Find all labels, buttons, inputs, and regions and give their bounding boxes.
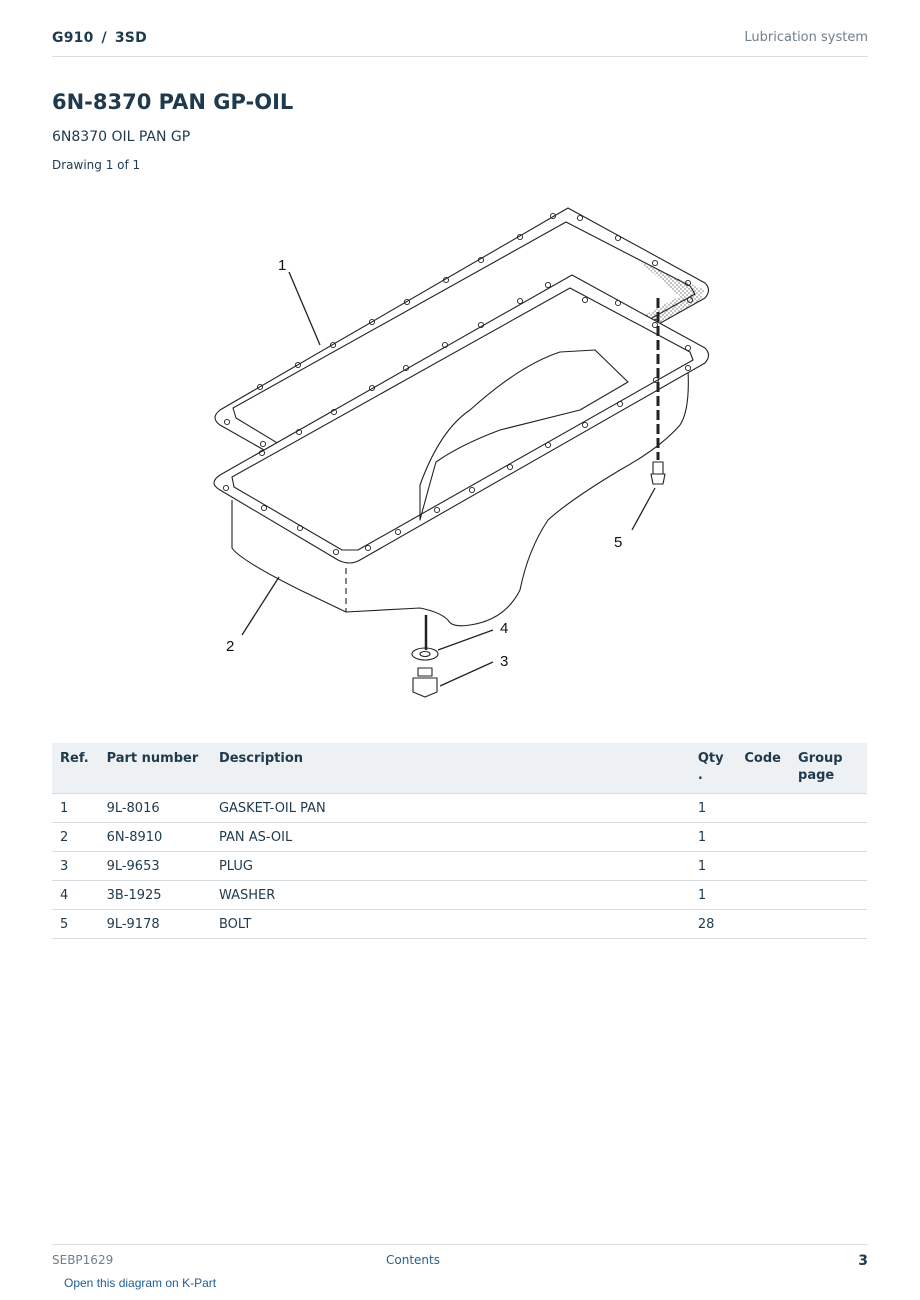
header-description: Description xyxy=(210,743,690,794)
cell-ref: 2 xyxy=(52,822,99,852)
cell-group-page xyxy=(790,909,867,939)
cell-code xyxy=(736,909,791,939)
pan-drawing xyxy=(213,274,710,627)
oil-pan-diagram: 1 2 3 4 5 xyxy=(213,207,710,698)
cell-part-number: 3B-1925 xyxy=(98,880,211,910)
cell-description: BOLT xyxy=(210,909,690,939)
document-id: SEBP1629 xyxy=(52,1253,114,1267)
cell-group-page xyxy=(790,793,867,823)
bolt-drawing xyxy=(650,298,666,485)
callout-1[interactable]: 1 xyxy=(278,257,286,274)
breadcrumb-model[interactable]: G910 xyxy=(52,30,94,46)
callout-leaders xyxy=(241,271,656,687)
cell-qty: 1 xyxy=(689,851,737,881)
table-header-row: Ref. Part number Description Qty. Code G… xyxy=(52,743,867,794)
cell-group-page xyxy=(790,822,867,852)
header-part-number: Part number xyxy=(98,743,211,794)
header-qty-line2: . xyxy=(697,768,703,783)
cell-description: PLUG xyxy=(210,851,690,881)
open-kpart-link[interactable]: Open this diagram on K-Part xyxy=(64,1276,217,1290)
header-group-page: Group page xyxy=(790,743,867,794)
cell-part-number: 9L-9653 xyxy=(98,851,211,881)
cell-description: GASKET-OIL PAN xyxy=(210,793,690,823)
cell-qty: 1 xyxy=(689,793,737,823)
header-qty: Qty. xyxy=(689,743,737,794)
header-qty-line1: Qty xyxy=(697,751,724,766)
cell-group-page xyxy=(790,851,867,881)
breadcrumb-separator: / xyxy=(101,30,107,46)
page-number: 3 xyxy=(858,1253,868,1269)
header-ref: Ref. xyxy=(52,743,99,794)
page-header: G910 / 3SD Lubrication system xyxy=(52,28,868,57)
table-row: 4 3B-1925 WASHER 1 xyxy=(52,880,867,910)
cell-description: PAN AS-OIL xyxy=(210,822,690,852)
cell-part-number: 6N-8910 xyxy=(98,822,211,852)
breadcrumb-serial[interactable]: 3SD xyxy=(114,30,147,46)
contents-link[interactable]: Contents xyxy=(386,1253,440,1267)
cell-part-number: 9L-9178 xyxy=(98,909,211,939)
header-group-line2: page xyxy=(798,768,835,783)
section-name: Lubrication system xyxy=(744,30,868,45)
cell-qty: 28 xyxy=(689,909,737,939)
cell-description: WASHER xyxy=(210,880,690,910)
breadcrumb: G910 / 3SD xyxy=(52,30,147,46)
callout-3[interactable]: 3 xyxy=(500,653,508,670)
cell-qty: 1 xyxy=(689,822,737,852)
cell-group-page xyxy=(790,880,867,910)
header-group-line1: Group xyxy=(798,751,843,766)
drain-plug-drawing xyxy=(411,615,439,698)
cell-code xyxy=(736,851,791,881)
cell-qty: 1 xyxy=(689,880,737,910)
cell-ref: 3 xyxy=(52,851,99,881)
header-code: Code xyxy=(736,743,791,794)
page-subtitle: 6N8370 OIL PAN GP xyxy=(52,129,191,145)
table-row: 3 9L-9653 PLUG 1 xyxy=(52,851,867,881)
cell-ref: 4 xyxy=(52,880,99,910)
parts-table: Ref. Part number Description Qty. Code G… xyxy=(52,743,867,939)
page-title: 6N-8370 PAN GP-OIL xyxy=(52,90,294,114)
cell-ref: 5 xyxy=(52,909,99,939)
drawing-count: Drawing 1 of 1 xyxy=(52,158,141,172)
table-row: 5 9L-9178 BOLT 28 xyxy=(52,909,867,939)
page-footer: SEBP1629 Contents 3 xyxy=(52,1244,868,1275)
table-row: 1 9L-8016 GASKET-OIL PAN 1 xyxy=(52,793,867,823)
cell-code xyxy=(736,822,791,852)
cell-code xyxy=(736,880,791,910)
cell-part-number: 9L-8016 xyxy=(98,793,211,823)
cell-code xyxy=(736,793,791,823)
table-row: 2 6N-8910 PAN AS-OIL 1 xyxy=(52,822,867,852)
callout-2[interactable]: 2 xyxy=(226,638,234,655)
callout-5[interactable]: 5 xyxy=(614,534,622,551)
callout-4[interactable]: 4 xyxy=(500,620,508,637)
cell-ref: 1 xyxy=(52,793,99,823)
